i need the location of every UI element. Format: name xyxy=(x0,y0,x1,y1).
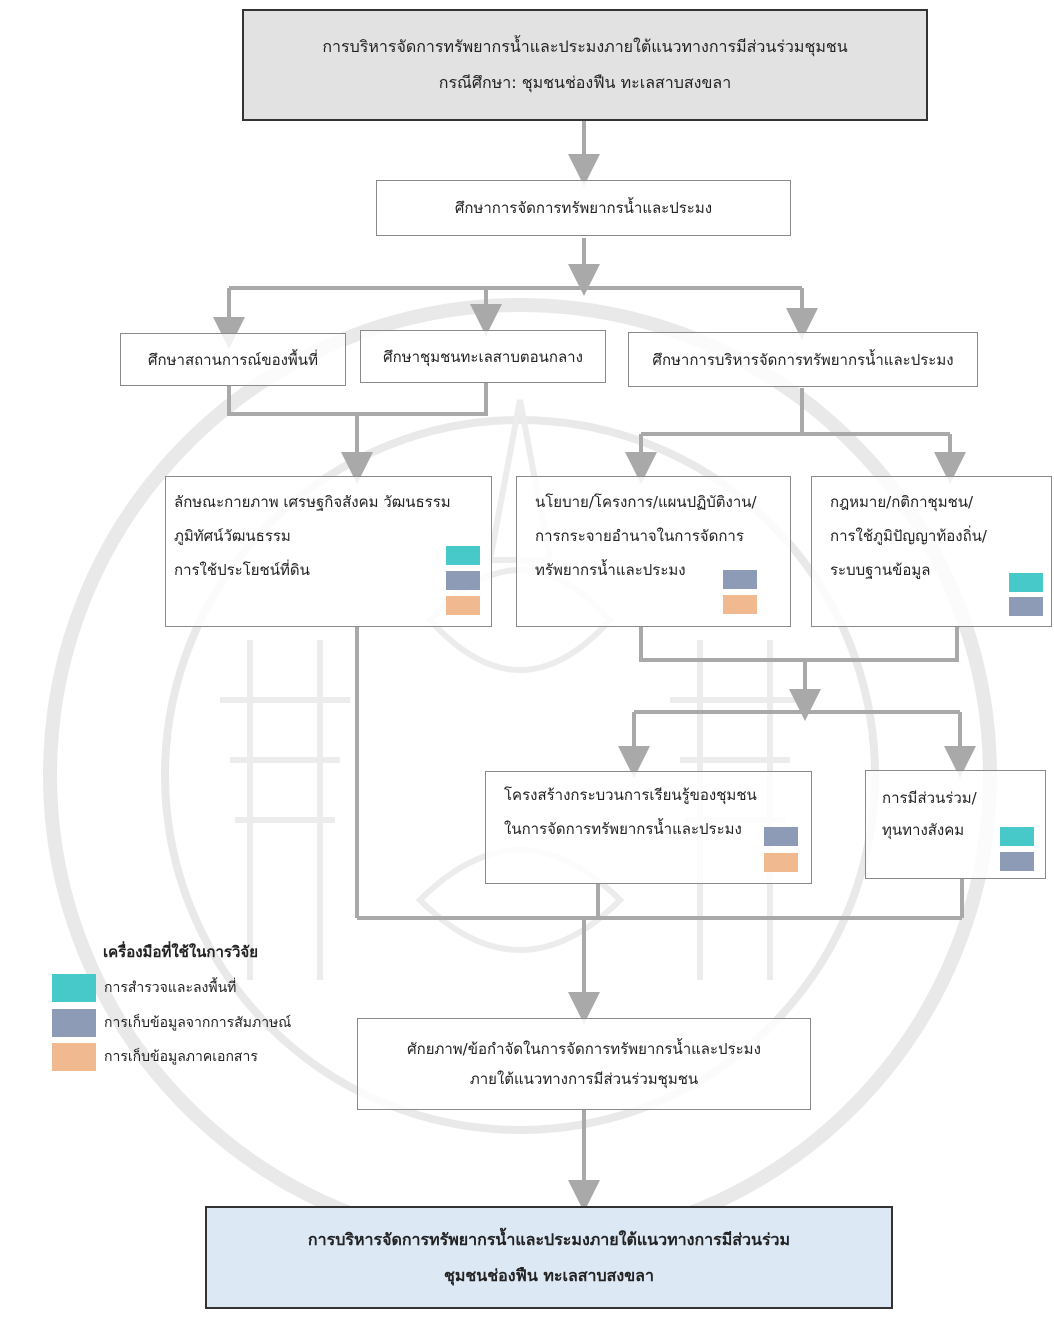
detail-box-learning-process: โครงสร้างกระบวนการเรียนรู้ของชุมชน ในการ… xyxy=(485,771,812,884)
detail-line: ระบบฐานข้อมูล xyxy=(830,561,931,579)
tool-survey-marker xyxy=(1009,573,1043,592)
legend-swatch xyxy=(52,1043,96,1071)
branch-box-resource-administration: ศึกษาการบริหารจัดการทรัพยากรน้ำและประมง xyxy=(628,332,978,387)
detail-box-participation-social-capital: การมีส่วนร่วม/ ทุนทางสังคม xyxy=(865,770,1046,879)
detail-line: ภูมิทัศน์วัฒนธรรม xyxy=(174,527,291,545)
legend-swatch xyxy=(52,1009,96,1037)
title-box: การบริหารจัดการทรัพยากรน้ำและประมงภายใต้… xyxy=(242,9,928,121)
tool-document-marker xyxy=(723,595,757,614)
legend-label: การเก็บข้อมูลจากการสัมภาษณ์ xyxy=(104,1015,292,1031)
detail-line: โครงสร้างกระบวนการเรียนรู้ของชุมชน xyxy=(504,786,757,804)
title-line-1: การบริหารจัดการทรัพยากรน้ำและประมงภายใต้… xyxy=(322,37,848,56)
legend-swatch xyxy=(52,974,96,1002)
final-result-box: การบริหารจัดการทรัพยากรน้ำและประมงภายใต้… xyxy=(205,1206,893,1309)
tool-survey-marker xyxy=(1000,827,1034,846)
tool-interview-marker xyxy=(1000,852,1034,871)
potential-limitation-box: ศักยภาพ/ข้อกำจัดในการจัดการทรัพยากรน้ำแล… xyxy=(357,1018,811,1110)
detail-box-physical-socioeconomic: ลักษณะกายภาพ เศรษฐกิจสังคม วัฒนธรรม ภูมิ… xyxy=(165,476,492,627)
legend-label: การสำรวจและลงพื้นที่ xyxy=(104,980,237,996)
detail-line: ลักษณะกายภาพ เศรษฐกิจสังคม วัฒนธรรม xyxy=(174,493,451,511)
detail-line: ทุนทางสังคม xyxy=(882,821,965,839)
final-line-1: การบริหารจัดการทรัพยากรน้ำและประมงภายใต้… xyxy=(307,1229,791,1249)
detail-box-law-local-wisdom: กฎหมาย/กติกาชุมชน/ การใช้ภูมิปัญญาท้องถิ… xyxy=(811,476,1052,627)
detail-box-policy-projects: นโยบาย/โครงการ/แผนปฏิบัติงาน/ การกระจายอ… xyxy=(516,476,791,627)
tool-interview-marker xyxy=(764,827,798,846)
detail-line: การมีส่วนร่วม/ xyxy=(882,789,977,807)
branch-box-central-lake-community: ศึกษาชุมชนทะเลสาบตอนกลาง xyxy=(360,330,606,383)
study-box-label: ศึกษาการจัดการทรัพยากรน้ำและประมง xyxy=(454,199,713,217)
potential-line-1: ศักยภาพ/ข้อกำจัดในการจัดการทรัพยากรน้ำแล… xyxy=(407,1040,761,1058)
detail-line: ในการจัดการทรัพยากรน้ำและประมง xyxy=(504,820,742,838)
detail-line: การใช้ภูมิปัญญาท้องถิ่น/ xyxy=(830,527,987,545)
branch-box-area-situation: ศึกษาสถานการณ์ของพื้นที่ xyxy=(120,333,346,386)
detail-line: กฎหมาย/กติกาชุมชน/ xyxy=(830,493,974,511)
potential-line-2: ภายใต้แนวทางการมีส่วนร่วมชุมชน xyxy=(469,1070,699,1088)
tool-interview-marker xyxy=(1009,597,1043,616)
detail-line: นโยบาย/โครงการ/แผนปฏิบัติงาน/ xyxy=(535,493,757,511)
branch-box-label: ศึกษาชุมชนทะเลสาบตอนกลาง xyxy=(383,347,583,366)
branch-box-label: ศึกษาสถานการณ์ของพื้นที่ xyxy=(148,350,318,369)
detail-line: การกระจายอำนาจในการจัดการ xyxy=(535,527,744,545)
tool-interview-marker xyxy=(723,570,757,589)
tool-document-marker xyxy=(446,596,480,615)
study-box: ศึกษาการจัดการทรัพยากรน้ำและประมง xyxy=(376,180,791,236)
branch-box-label: ศึกษาการบริหารจัดการทรัพยากรน้ำและประมง xyxy=(652,350,954,369)
detail-line: ทรัพยากรน้ำและประมง xyxy=(535,561,686,579)
tool-survey-marker xyxy=(446,546,480,565)
legend-label: การเก็บข้อมูลภาคเอกสาร xyxy=(104,1049,258,1065)
tool-interview-marker xyxy=(446,571,480,590)
detail-line: การใช้ประโยชน์ที่ดิน xyxy=(174,561,310,579)
title-line-2: กรณีศึกษา: ชุมชนช่องฟืน ทะเลสาบสงขลา xyxy=(438,73,732,92)
final-line-2: ชุมชนช่องฟืน ทะเลสาบสงขลา xyxy=(444,1265,654,1285)
tool-document-marker xyxy=(764,853,798,872)
legend-title: เครื่องมือที่ใช้ในการวิจัย xyxy=(103,943,258,961)
